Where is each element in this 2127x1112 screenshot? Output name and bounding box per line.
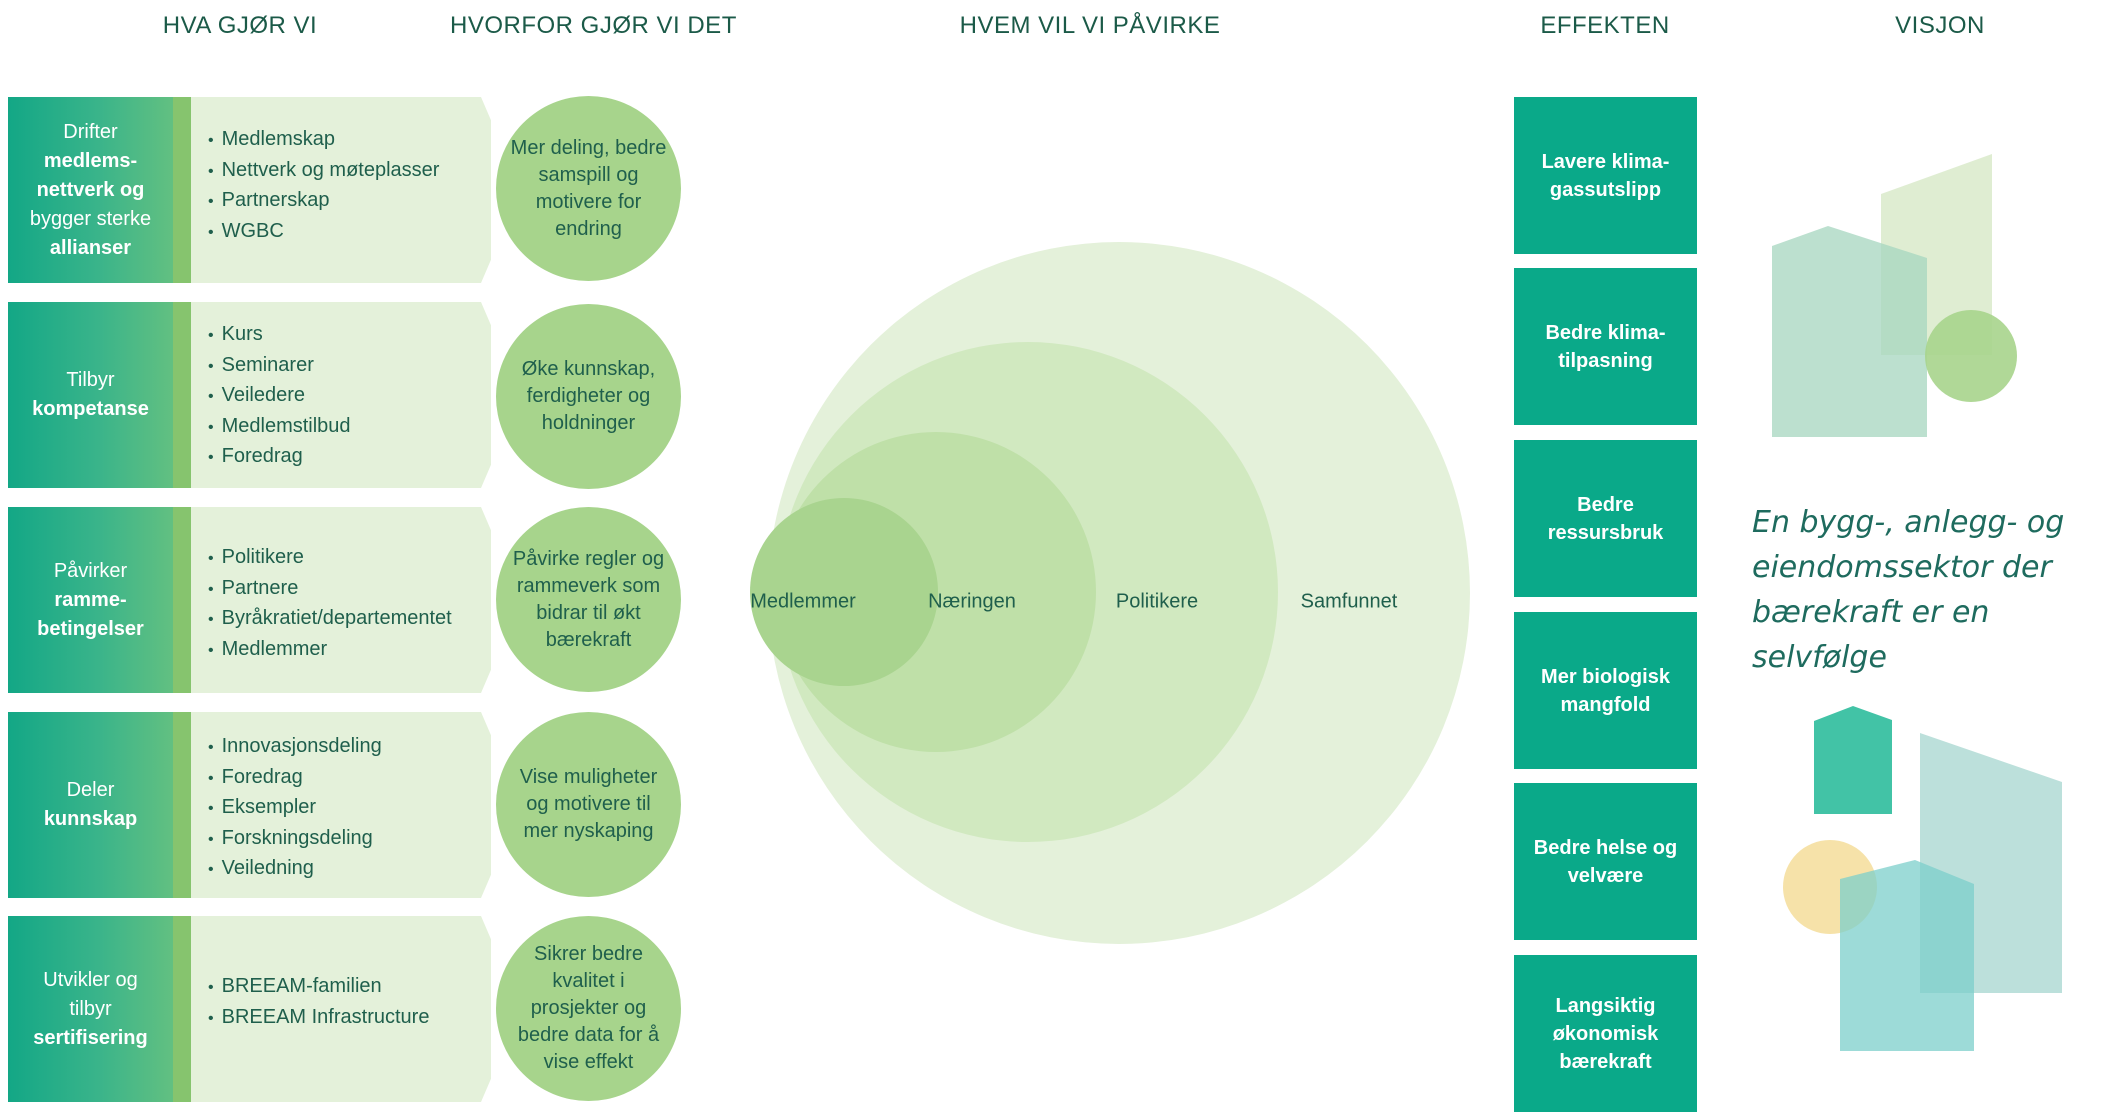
activity-row: Påvirker ramme- betingelser Politikere P… [8,507,491,693]
audience-label: Næringen [928,590,1016,613]
activity-row: Drifter medlems- nettverk og bygger ster… [8,97,491,283]
bullet-item: Veiledning [208,854,382,885]
effect-box: Bedre ressursbruk [1514,440,1697,597]
bullet-item: Veiledere [208,381,351,412]
bullet-item: Medlemskap [208,125,439,156]
bullet-item: Eksempler [208,793,382,824]
effect-box: Bedre klima-tilpasning [1514,268,1697,425]
bullet-item: BREEAM Infrastructure [208,1003,430,1034]
effect-text: Lavere klima-gassutslipp [1541,150,1670,201]
header-why: HVORFOR GJØR VI DET [450,12,737,39]
activity-line: kompetanse [32,398,149,420]
building-shape [1840,860,1974,1051]
bullet-item: Partnerskap [208,186,439,217]
bullet-list: BREEAM-familien BREEAM Infrastructure [208,972,430,1034]
activity-line: ramme- [54,588,127,611]
purpose-text: Påvirke regler og rammeverk som bidrar t… [512,547,665,651]
activity-line: bygger sterke [29,207,152,230]
effect-box: Lavere klima-gassutslipp [1514,97,1697,254]
buildings-illustration-top [1772,154,2017,437]
bullet-list: Medlemskap Nettverk og møteplasser Partn… [208,125,440,248]
bullet-item: Seminarer [208,351,351,382]
activity-line: Påvirker [53,559,128,582]
bullet-item: Foredrag [208,442,351,473]
bullet-item: Partnere [208,574,452,605]
effect-text: Bedre ressursbruk [1547,493,1664,544]
audience-label: Samfunnet [1300,590,1398,613]
buildings-illustration-bottom [1783,706,2062,1051]
activity-label: Drifter medlems- nettverk og bygger ster… [8,97,173,283]
bullet-item: Medlemstilbud [208,412,351,443]
bullet-item: Forskningsdeling [208,824,382,855]
audience-label: Politikere [1115,590,1199,613]
row-stripe [173,507,191,693]
activity-label: Påvirker ramme- betingelser [8,507,173,693]
bullet-item: Foredrag [208,763,382,794]
activity-line: sertifisering [33,1026,148,1049]
audience-label: Medlemmer [750,590,856,613]
bullet-item: Nettverk og møteplasser [208,156,440,187]
bullet-item: BREEAM-familien [208,972,429,1003]
header-vision: VISJON [1895,12,1985,39]
activity-line: medlems- [43,149,138,172]
purpose-circle: Sikrer bedre kvalitet i prosjekter og be… [496,916,681,1101]
audience-diagram [750,242,1470,944]
bullet-item: Kurs [208,320,351,351]
activity-line: Drifter [63,120,118,143]
sun-circle [1925,310,2017,402]
activity-line: Deler [66,779,115,801]
activity-line: betingelser [37,617,144,640]
activity-line: Tilbyr [66,369,115,391]
row-stripe [173,302,191,488]
purpose-text: Sikrer bedre kvalitet i prosjekter og be… [517,943,660,1073]
bullet-list: Politikere Partnere Byråkratiet/departem… [208,543,452,665]
bullet-list: Kurs Seminarer Veiledere Medlemstilbud F… [208,320,351,473]
activity-label: Tilbyr kompetanse [8,302,173,488]
bullet-item: Byråkratiet/departementet [208,604,452,635]
activity-label: Deler kunnskap [8,712,173,898]
row-stripe [173,712,191,898]
effect-box: Mer biologisk mangfold [1514,612,1697,769]
row-stripe [173,916,191,1102]
purpose-circle: Påvirke regler og rammeverk som bidrar t… [496,507,681,692]
bullet-item: Politikere [208,543,452,574]
activity-line: Utvikler og [43,968,138,991]
activity-line: nettverk og [36,178,145,201]
audience-circle-medlemmer [750,498,938,686]
effect-box: Bedre helse og velvære [1514,783,1697,940]
effect-text: Langsiktig økonomisk bærekraft [1552,994,1659,1073]
effect-box: Langsiktig økonomisk bærekraft [1514,955,1697,1112]
purpose-circle: Vise muligheter og motivere til mer nysk… [496,712,681,897]
bullet-item: Medlemmer [208,635,452,666]
purpose-circle: Mer deling, bedre samspill og motivere f… [496,96,681,281]
header-who: HVEM VIL VI PÅVIRKE [959,12,1221,39]
building-shape [1772,226,1927,437]
purpose-text: Vise muligheter og motivere til mer nysk… [519,766,658,842]
activity-line: kunnskap [43,808,138,830]
activity-row: Tilbyr kompetanse Kurs Seminarer Veilede… [8,302,491,488]
activity-line: allianser [49,236,132,259]
activity-row: Deler kunnskap Innovasjonsdeling Foredra… [8,712,491,898]
purpose-circle: Øke kunnskap, ferdigheter og holdninger [496,304,681,489]
activity-line: tilbyr [69,997,112,1020]
effect-text: Mer biologisk mangfold [1541,665,1670,716]
bullet-item: WGBC [208,217,439,248]
purpose-text: Øke kunnskap, ferdigheter og holdninger [521,358,656,434]
vision-statement: En bygg-, anlegg- og eiendomssektor der … [1752,505,2065,675]
effect-text: Bedre klima-tilpasning [1545,321,1666,372]
row-stripe [173,97,191,283]
effect-text: Bedre helse og velvære [1533,836,1678,887]
purpose-text: Mer deling, bedre samspill og motivere f… [510,136,667,240]
header-effect: EFFEKTEN [1540,12,1670,39]
header-what: HVA GJØR VI [162,12,318,39]
bullet-item: Innovasjonsdeling [208,732,382,763]
bullet-list: Innovasjonsdeling Foredrag Eksempler For… [208,732,382,885]
activity-row: Utvikler og tilbyr sertifisering BREEAM-… [8,916,491,1102]
activity-label: Utvikler og tilbyr sertifisering [8,916,173,1102]
building-shape [1814,706,1892,814]
